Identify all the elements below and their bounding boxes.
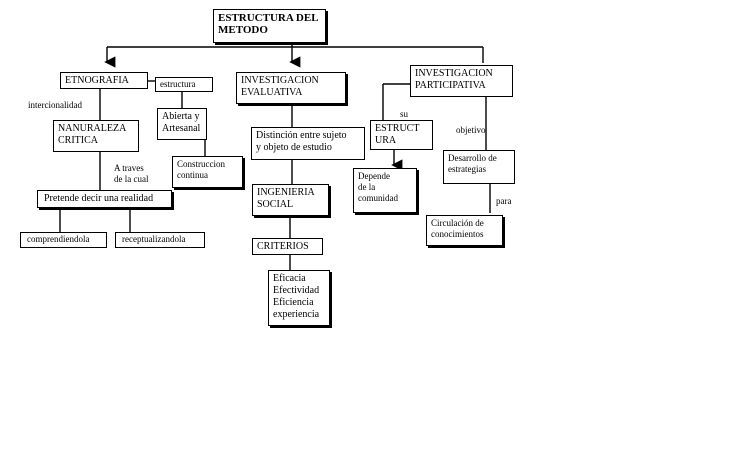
- node-naturaleza: NANURALEZA CRITICA: [53, 120, 139, 152]
- node-ingenieria: INGENIERIA SOCIAL: [252, 184, 329, 216]
- node-evaluativa: INVESTIGACION EVALUATIVA: [236, 72, 346, 104]
- label-intercionalidad: intercionalidad: [28, 100, 82, 110]
- node-estructura: estructura: [155, 77, 213, 92]
- node-reconceptualizandola: receptualizandola: [115, 232, 205, 248]
- node-participativa: INVESTIGACION PARTICIPATIVA: [410, 65, 513, 97]
- node-construccion: Construccion continua: [172, 156, 243, 188]
- node-desarrollo: Desarrollo de estrategias: [443, 150, 515, 184]
- node-criterios: CRITERIOS: [252, 238, 323, 255]
- node-distincion: Distinción entre sujeto y objeto de estu…: [251, 127, 365, 160]
- label-a-traves: A traves de la cual: [114, 163, 149, 184]
- node-etnografia: ETNOGRAFIA: [60, 72, 148, 89]
- node-abierta: Abierta y Artesanal: [157, 108, 207, 140]
- label-su: su: [400, 109, 409, 119]
- node-estructura-participativa: ESTRUCT URA: [370, 120, 433, 150]
- node-circulacion: Circulación de conocimientos: [426, 215, 503, 246]
- node-pretende: Pretende decir una realidad: [37, 190, 172, 208]
- label-objetivo: objetivo: [456, 125, 486, 135]
- node-depende: Depende de la comunidad: [353, 168, 417, 213]
- node-eficacia: Eficacia Efectividad Eficiencia experien…: [268, 270, 330, 326]
- node-comprendiendola: comprendiendola: [20, 232, 107, 248]
- node-root: ESTRUCTURA DEL METODO: [213, 9, 326, 43]
- label-para: para: [496, 196, 512, 206]
